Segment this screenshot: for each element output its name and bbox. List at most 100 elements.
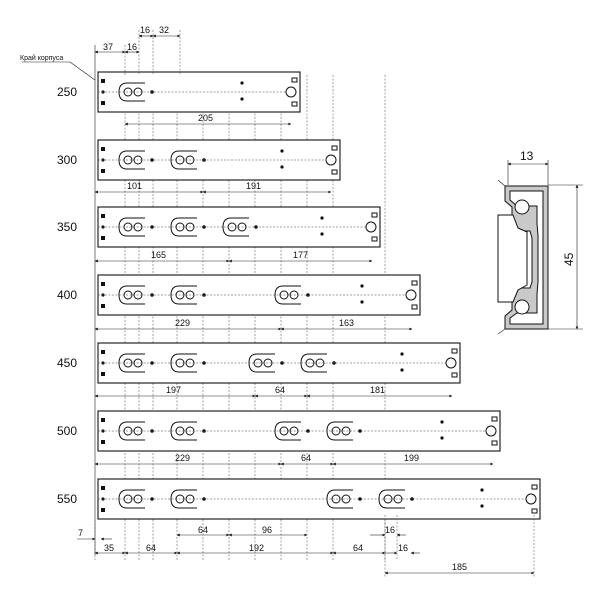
profile-width-label: 13 — [520, 149, 534, 163]
dim-16-top-upper: 16 — [140, 25, 150, 35]
rail-hole — [240, 97, 244, 101]
dim-500-64: 64 — [301, 453, 311, 463]
rail-end-tab — [331, 169, 338, 175]
rail-length-300: 300 — [57, 153, 77, 167]
dim-64-a: 64 — [146, 543, 156, 553]
dim-185: 185 — [452, 562, 467, 572]
rail-square-hole — [101, 304, 105, 308]
rail-hole — [440, 436, 444, 440]
dim-35: 35 — [104, 543, 114, 553]
rail-square-hole — [101, 101, 105, 105]
rail-end-tab — [491, 416, 498, 422]
rail-square-hole — [101, 214, 105, 218]
dim-450-181: 181 — [370, 385, 385, 395]
rail-hole — [280, 149, 284, 153]
rail-hole — [320, 232, 324, 236]
rail-length-550: 550 — [57, 492, 77, 506]
rail-square-hole — [101, 350, 105, 354]
dim-450-64: 64 — [275, 385, 285, 395]
dim-350-165: 165 — [151, 250, 166, 260]
rail-square-hole — [101, 236, 105, 240]
rail-hole — [280, 165, 284, 169]
dim-300-191: 191 — [246, 181, 261, 191]
rail-hole — [400, 352, 404, 356]
dim-300-101: 101 — [127, 181, 142, 191]
dim-96: 96 — [262, 525, 272, 535]
rail-length-350: 350 — [57, 220, 77, 234]
rail-square-hole — [101, 372, 105, 376]
rail-end-tab — [491, 440, 498, 446]
rail-hole — [480, 488, 484, 492]
rail-length-500: 500 — [57, 424, 77, 438]
rail-end-tab — [531, 484, 538, 490]
rail-length-450: 450 — [57, 356, 77, 370]
rail-end-tab — [371, 212, 378, 218]
rails-group — [97, 71, 541, 520]
mounting-slot — [170, 285, 197, 305]
rail-row-6 — [97, 478, 541, 520]
rail-end-tab — [291, 77, 298, 83]
rail-end-tab — [451, 348, 458, 354]
rail-end-tab — [531, 508, 538, 514]
rail-square-hole — [101, 418, 105, 422]
rail-hole — [320, 216, 324, 220]
rail-square-hole — [101, 79, 105, 83]
rail-square-hole — [101, 147, 105, 151]
dim-64-c: 64 — [198, 525, 208, 535]
profile-ball-top — [514, 199, 530, 215]
mounting-slot — [170, 353, 197, 373]
rail-row-2 — [97, 206, 381, 248]
rail-row-5 — [97, 410, 501, 452]
dim-400-229: 229 — [175, 318, 190, 328]
dim-37: 37 — [103, 42, 113, 52]
dim-7: 7 — [78, 528, 83, 538]
cabinet-edge-leader-diag — [69, 61, 96, 81]
slot-hole — [358, 429, 362, 433]
dim-16-top-lower: 16 — [127, 42, 137, 52]
rail-end-tab — [371, 236, 378, 242]
dim-32-top: 32 — [159, 25, 169, 35]
top-dimensions: 37 16 16 32 — [94, 25, 181, 75]
rail-square-hole — [101, 282, 105, 286]
rail-hole — [240, 81, 244, 85]
rail-hole — [480, 504, 484, 508]
rail-end-tab — [411, 304, 418, 310]
dim-250-205: 205 — [198, 113, 213, 123]
bottom-dimensions: 7 35 64 192 64 16 64 96 16 185 — [77, 515, 535, 578]
mounting-slot — [170, 421, 197, 441]
rail-square-hole — [101, 508, 105, 512]
mounting-slot — [222, 217, 249, 237]
mounting-slot — [170, 150, 197, 170]
profile-inner-rail — [497, 214, 528, 303]
dim-450-197: 197 — [166, 385, 181, 395]
rail-row-4 — [97, 342, 461, 384]
dim-350-177: 177 — [293, 250, 308, 260]
dim-16-bottom-lower: 16 — [398, 543, 408, 553]
rail-end-slot — [285, 86, 297, 98]
profile-height-label: 45 — [562, 252, 576, 266]
cabinet-edge-label: Край корпуса — [20, 54, 63, 62]
dim-64-b: 64 — [353, 543, 363, 553]
dim-16-bottom-upper: 16 — [385, 525, 395, 535]
rail-end-tab — [291, 101, 298, 107]
rail-row-3 — [97, 274, 421, 316]
rail-end-slot — [485, 425, 497, 437]
rail-end-slot — [405, 289, 417, 301]
slot-hole — [358, 497, 362, 501]
rail-square-hole — [101, 440, 105, 444]
slot-hole — [410, 497, 414, 501]
rail-hole — [400, 368, 404, 372]
rail-end-tab — [411, 280, 418, 286]
dim-400-163: 163 — [339, 318, 354, 328]
rail-length-250: 250 — [57, 85, 77, 99]
rail-square-hole — [101, 486, 105, 490]
rail-end-tab — [451, 372, 458, 378]
rail-square-hole — [101, 169, 105, 173]
rail-hole — [360, 300, 364, 304]
row-dimensions: 205 101 191 165 177 229 163 197 64 181 2… — [94, 113, 494, 466]
profile-ball-bottom — [514, 299, 530, 315]
profile-cross-section: 13 45 — [497, 149, 583, 335]
rail-hole — [360, 284, 364, 288]
dim-500-229: 229 — [175, 453, 190, 463]
